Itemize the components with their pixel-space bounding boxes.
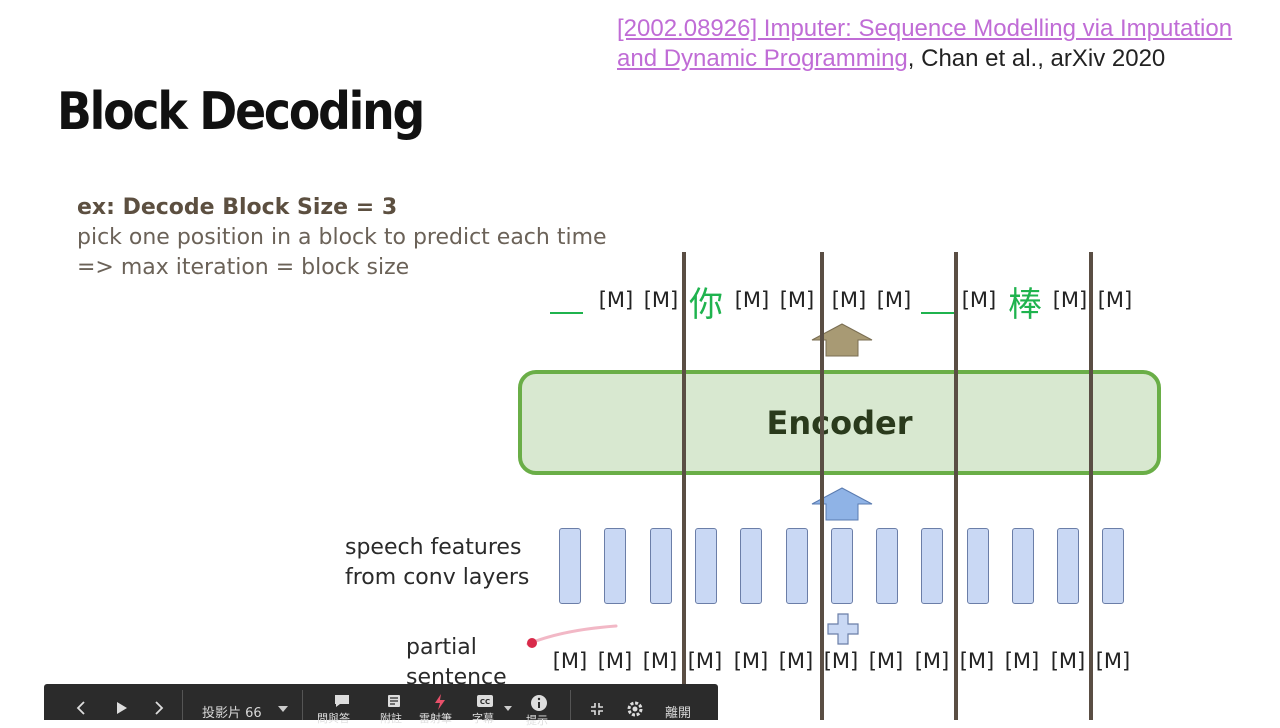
output-token-predicted: 你 — [689, 285, 723, 325]
input-token: [M] — [823, 649, 859, 673]
input-token: [M] — [642, 649, 678, 673]
output-token-predicted: 棒 — [1008, 285, 1042, 325]
chevron-left-icon[interactable] — [76, 701, 86, 715]
block-divider — [1089, 252, 1093, 720]
speech-feature — [1012, 528, 1034, 604]
speech-feature — [604, 528, 626, 604]
notes-icon — [388, 695, 400, 707]
speech-feature — [876, 528, 898, 604]
speech-feature — [921, 528, 943, 604]
speech-feature — [786, 528, 808, 604]
output-token: [M] — [598, 288, 634, 312]
up-arrow-icon — [811, 487, 873, 521]
partial-label-line: partial — [406, 635, 477, 660]
speech-feature — [1102, 528, 1124, 604]
input-token: [M] — [1095, 649, 1131, 673]
laser-pointer — [526, 624, 618, 648]
presenter-toolbar: 投影片 66 問與答 附註 雷射筆 CC — [44, 684, 718, 727]
svg-text:CC: CC — [480, 698, 490, 706]
block-divider — [682, 252, 686, 720]
citation: [2002.08926] Imputer: Sequence Modelling… — [617, 14, 1267, 74]
laser-label: 雷射筆 — [419, 712, 452, 725]
output-token: [M] — [831, 288, 867, 312]
speech-feature — [831, 528, 853, 604]
features-label-line: speech features — [345, 535, 522, 560]
qa-label: 問與答 — [317, 712, 350, 725]
plus-icon — [827, 613, 859, 645]
speech-feature — [559, 528, 581, 604]
output-token: [M] — [876, 288, 912, 312]
output-token: [M] — [643, 288, 679, 312]
toolbar-divider — [570, 690, 571, 720]
output-token: [M] — [1052, 288, 1088, 312]
slide-selector[interactable]: 投影片 66 — [202, 706, 262, 721]
output-token: [M] — [734, 288, 770, 312]
info-label: 提示 — [526, 714, 548, 727]
info-icon — [531, 695, 547, 711]
input-token: [M] — [1050, 649, 1086, 673]
speech-feature — [1057, 528, 1079, 604]
exit-button[interactable]: 離開 — [665, 706, 692, 721]
play-icon[interactable] — [116, 701, 128, 715]
output-token: [M] — [1097, 288, 1133, 312]
laser-icon — [435, 694, 445, 710]
input-token: [M] — [914, 649, 950, 673]
output-token: [M] — [779, 288, 815, 312]
features-label: speech features from conv layers — [345, 533, 529, 593]
up-arrow-icon — [811, 323, 873, 357]
chevron-right-icon[interactable] — [154, 701, 164, 715]
gear-icon[interactable] — [626, 700, 644, 718]
input-token: [M] — [778, 649, 814, 673]
output-token: [M] — [961, 288, 997, 312]
speech-feature — [740, 528, 762, 604]
encoder-label: Encoder — [766, 403, 913, 442]
captions-label: 字幕 — [472, 712, 494, 725]
slide-title: Block Decoding — [57, 82, 425, 142]
input-token: [M] — [552, 649, 588, 673]
block-size-text: ex: Decode Block Size = 3 — [77, 195, 398, 220]
citation-authors: , Chan et al., arXiv 2020 — [907, 45, 1166, 72]
toolbar-divider — [302, 690, 303, 720]
block-divider — [820, 252, 824, 720]
comment-icon — [335, 695, 349, 707]
speech-feature — [695, 528, 717, 604]
block-divider — [954, 252, 958, 720]
encoder-block: Encoder — [518, 370, 1161, 475]
description-line-3: => max iteration = block size — [77, 255, 410, 280]
info-button[interactable]: 提示 — [522, 694, 556, 727]
description-line-2: pick one position in a block to predict … — [77, 225, 607, 250]
speech-feature — [650, 528, 672, 604]
cc-icon: CC — [477, 695, 493, 707]
captions-button[interactable]: CC 字幕 — [468, 694, 502, 725]
input-token: [M] — [597, 649, 633, 673]
paper-link[interactable]: [2002.08926] Imputer: Sequence Modelling… — [617, 15, 1233, 72]
exit-fullscreen-icon[interactable] — [590, 702, 604, 716]
input-token: [M] — [868, 649, 904, 673]
speech-feature — [967, 528, 989, 604]
input-token: [M] — [1004, 649, 1040, 673]
input-token: [M] — [733, 649, 769, 673]
features-label-line: from conv layers — [345, 565, 530, 590]
laser-button[interactable]: 雷射筆 — [419, 694, 460, 725]
qa-button[interactable]: 問與答 — [317, 694, 364, 725]
input-token: [M] — [959, 649, 995, 673]
output-blank-2 — [921, 312, 956, 314]
dropdown-icon[interactable] — [504, 706, 512, 711]
notes-label: 附註 — [380, 712, 402, 725]
notes-button[interactable]: 附註 — [378, 694, 410, 725]
dropdown-icon[interactable] — [278, 706, 288, 712]
toolbar-divider — [182, 690, 183, 720]
output-blank-1 — [550, 312, 583, 314]
input-token: [M] — [687, 649, 723, 673]
